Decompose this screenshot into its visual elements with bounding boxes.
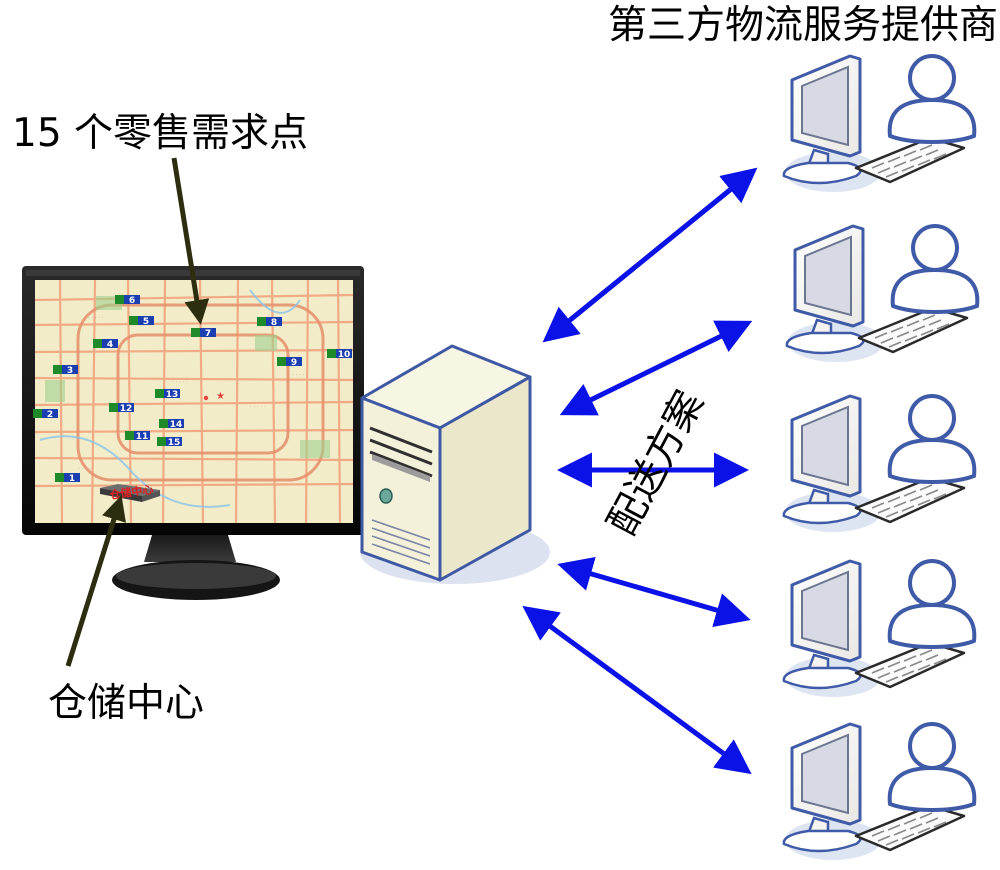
demand-point-marker: 8 xyxy=(257,317,282,328)
arrow-provider-5 xyxy=(522,605,752,775)
demand-point-marker: 5 xyxy=(129,316,154,327)
providers-title: 第三方物流服务提供商 xyxy=(608,3,998,48)
demand-point-marker: 7 xyxy=(191,328,216,339)
demand-point-number: 4 xyxy=(107,340,113,350)
svg-text:· · · · ·: · · · · · xyxy=(172,379,188,385)
svg-text:· · · · ·: · · · · · xyxy=(292,372,308,378)
workstation-icon xyxy=(781,559,977,699)
demand-points-label: 15 个零售需求点 xyxy=(12,111,308,156)
demand-point-number: 2 xyxy=(47,410,53,420)
delivery-plan-label: 配送方案 xyxy=(600,384,713,543)
demand-point-marker: 9 xyxy=(277,357,302,368)
arrow-provider-2 xyxy=(559,320,753,416)
demand-point-number: 1 xyxy=(69,474,75,484)
demand-point-marker: 6 xyxy=(115,295,140,306)
warehouse-pointer xyxy=(65,495,126,667)
svg-text:· · · · ·: · · · · · xyxy=(88,315,104,321)
workstation-icon xyxy=(781,54,977,194)
demand-point-number: 13 xyxy=(166,390,179,400)
demand-point-number: 14 xyxy=(170,420,183,430)
demand-point-marker: 11 xyxy=(125,431,150,442)
svg-text:· · · · ·: · · · · · xyxy=(250,404,266,410)
map-screen: · · · · · · · · · · · · · · · · · · · · · … xyxy=(34,279,354,524)
demand-point-marker: 15 xyxy=(157,437,182,448)
demand-point-number: 11 xyxy=(136,432,149,442)
demand-point-marker: 4 xyxy=(93,339,118,350)
demand-point-number: 5 xyxy=(143,317,149,327)
demand-point-number: 7 xyxy=(205,329,211,339)
demand-point-marker: 14 xyxy=(159,419,184,430)
demand-point-number: 6 xyxy=(129,296,135,306)
demand-point-number: 9 xyxy=(291,358,297,368)
demand-point-marker: 1 xyxy=(55,473,80,484)
warehouse-label: 仓储中心 xyxy=(48,681,204,726)
demand-points-pointer xyxy=(171,157,210,325)
demand-point-number: 12 xyxy=(120,404,133,414)
exchange-arrows xyxy=(522,167,758,775)
arrow-provider-4 xyxy=(557,556,751,628)
arrow-provider-1 xyxy=(542,167,758,343)
svg-text:· · · · ·: · · · · · xyxy=(78,466,94,472)
workstation-icon xyxy=(784,224,980,364)
demand-point-number: 10 xyxy=(338,350,351,360)
demand-point-marker: 2 xyxy=(33,409,58,420)
demand-point-marker: 10 xyxy=(327,349,352,360)
svg-text:★: ★ xyxy=(216,391,225,402)
demand-point-number: 8 xyxy=(271,318,277,328)
demand-point-marker: 3 xyxy=(53,365,78,376)
workstation-icon xyxy=(781,394,977,534)
demand-point-number: 3 xyxy=(67,366,73,376)
demand-point-marker: 13 xyxy=(155,389,180,400)
pointer-arrows xyxy=(65,157,210,667)
server-icon xyxy=(360,344,550,584)
workstation-icon xyxy=(781,722,977,862)
demand-point-number: 15 xyxy=(168,438,181,448)
demand-point-marker: 12 xyxy=(109,403,134,414)
